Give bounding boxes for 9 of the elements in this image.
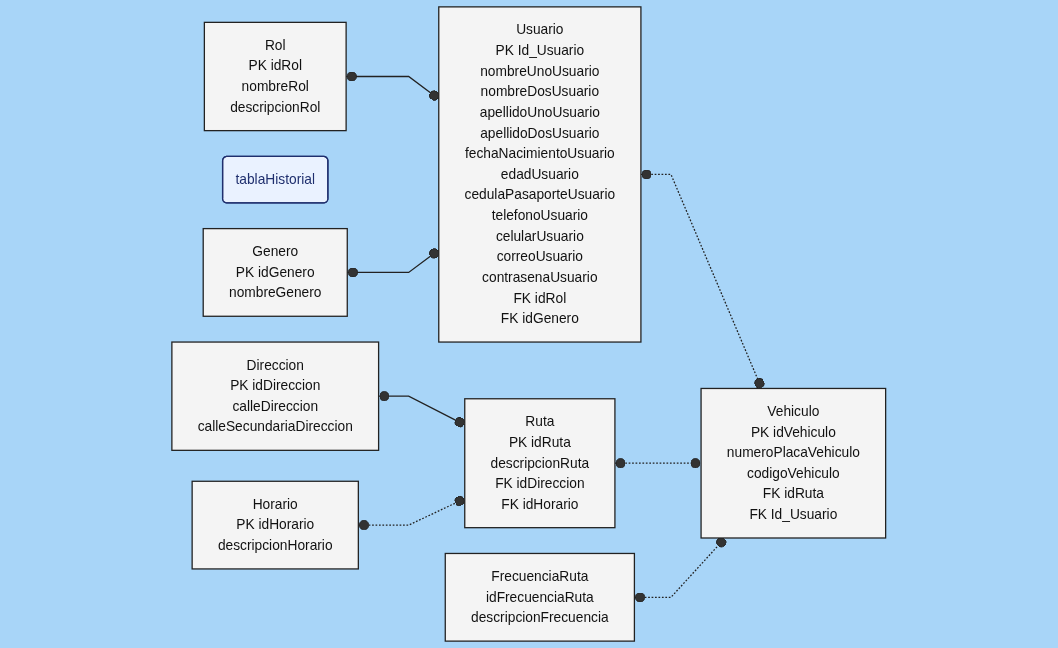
node-box: Direccion PK idDireccion calleDireccion calleSecundariaDireccion	[171, 341, 380, 451]
node-box: Horario PK idHorario descripcionHorario	[191, 480, 360, 570]
node-box: Vehiculo PK idVehiculo numeroPlacaVehiculo codigoVehiculo FK idRuta FK Id_Usuario	[700, 387, 887, 539]
connector	[634, 537, 727, 603]
node-box: Rol PK idRol nombreRol descripcionRol	[203, 21, 347, 132]
node-box: Ruta PK idRuta descripcionRuta FK idDireccion FK idHorario	[464, 398, 616, 529]
node-box: FrecuenciaRuta idFrecuenciaRuta descripcionFrecuencia	[444, 552, 636, 642]
node-box: Usuario PK Id_Usuario nombreUnoUsuario nombreDosUsuario apellidoUnoUsuario apellidoDosUsuario fechaNacimientoUsuario edadUsuario cedulaPasaporteUsuario telefonoUsuario celularUsuario correoUsuario contrasenaUsuario FK idRol FK idGenero	[438, 6, 642, 343]
node-box: Genero PK idGenero nombreGenero	[202, 227, 349, 317]
